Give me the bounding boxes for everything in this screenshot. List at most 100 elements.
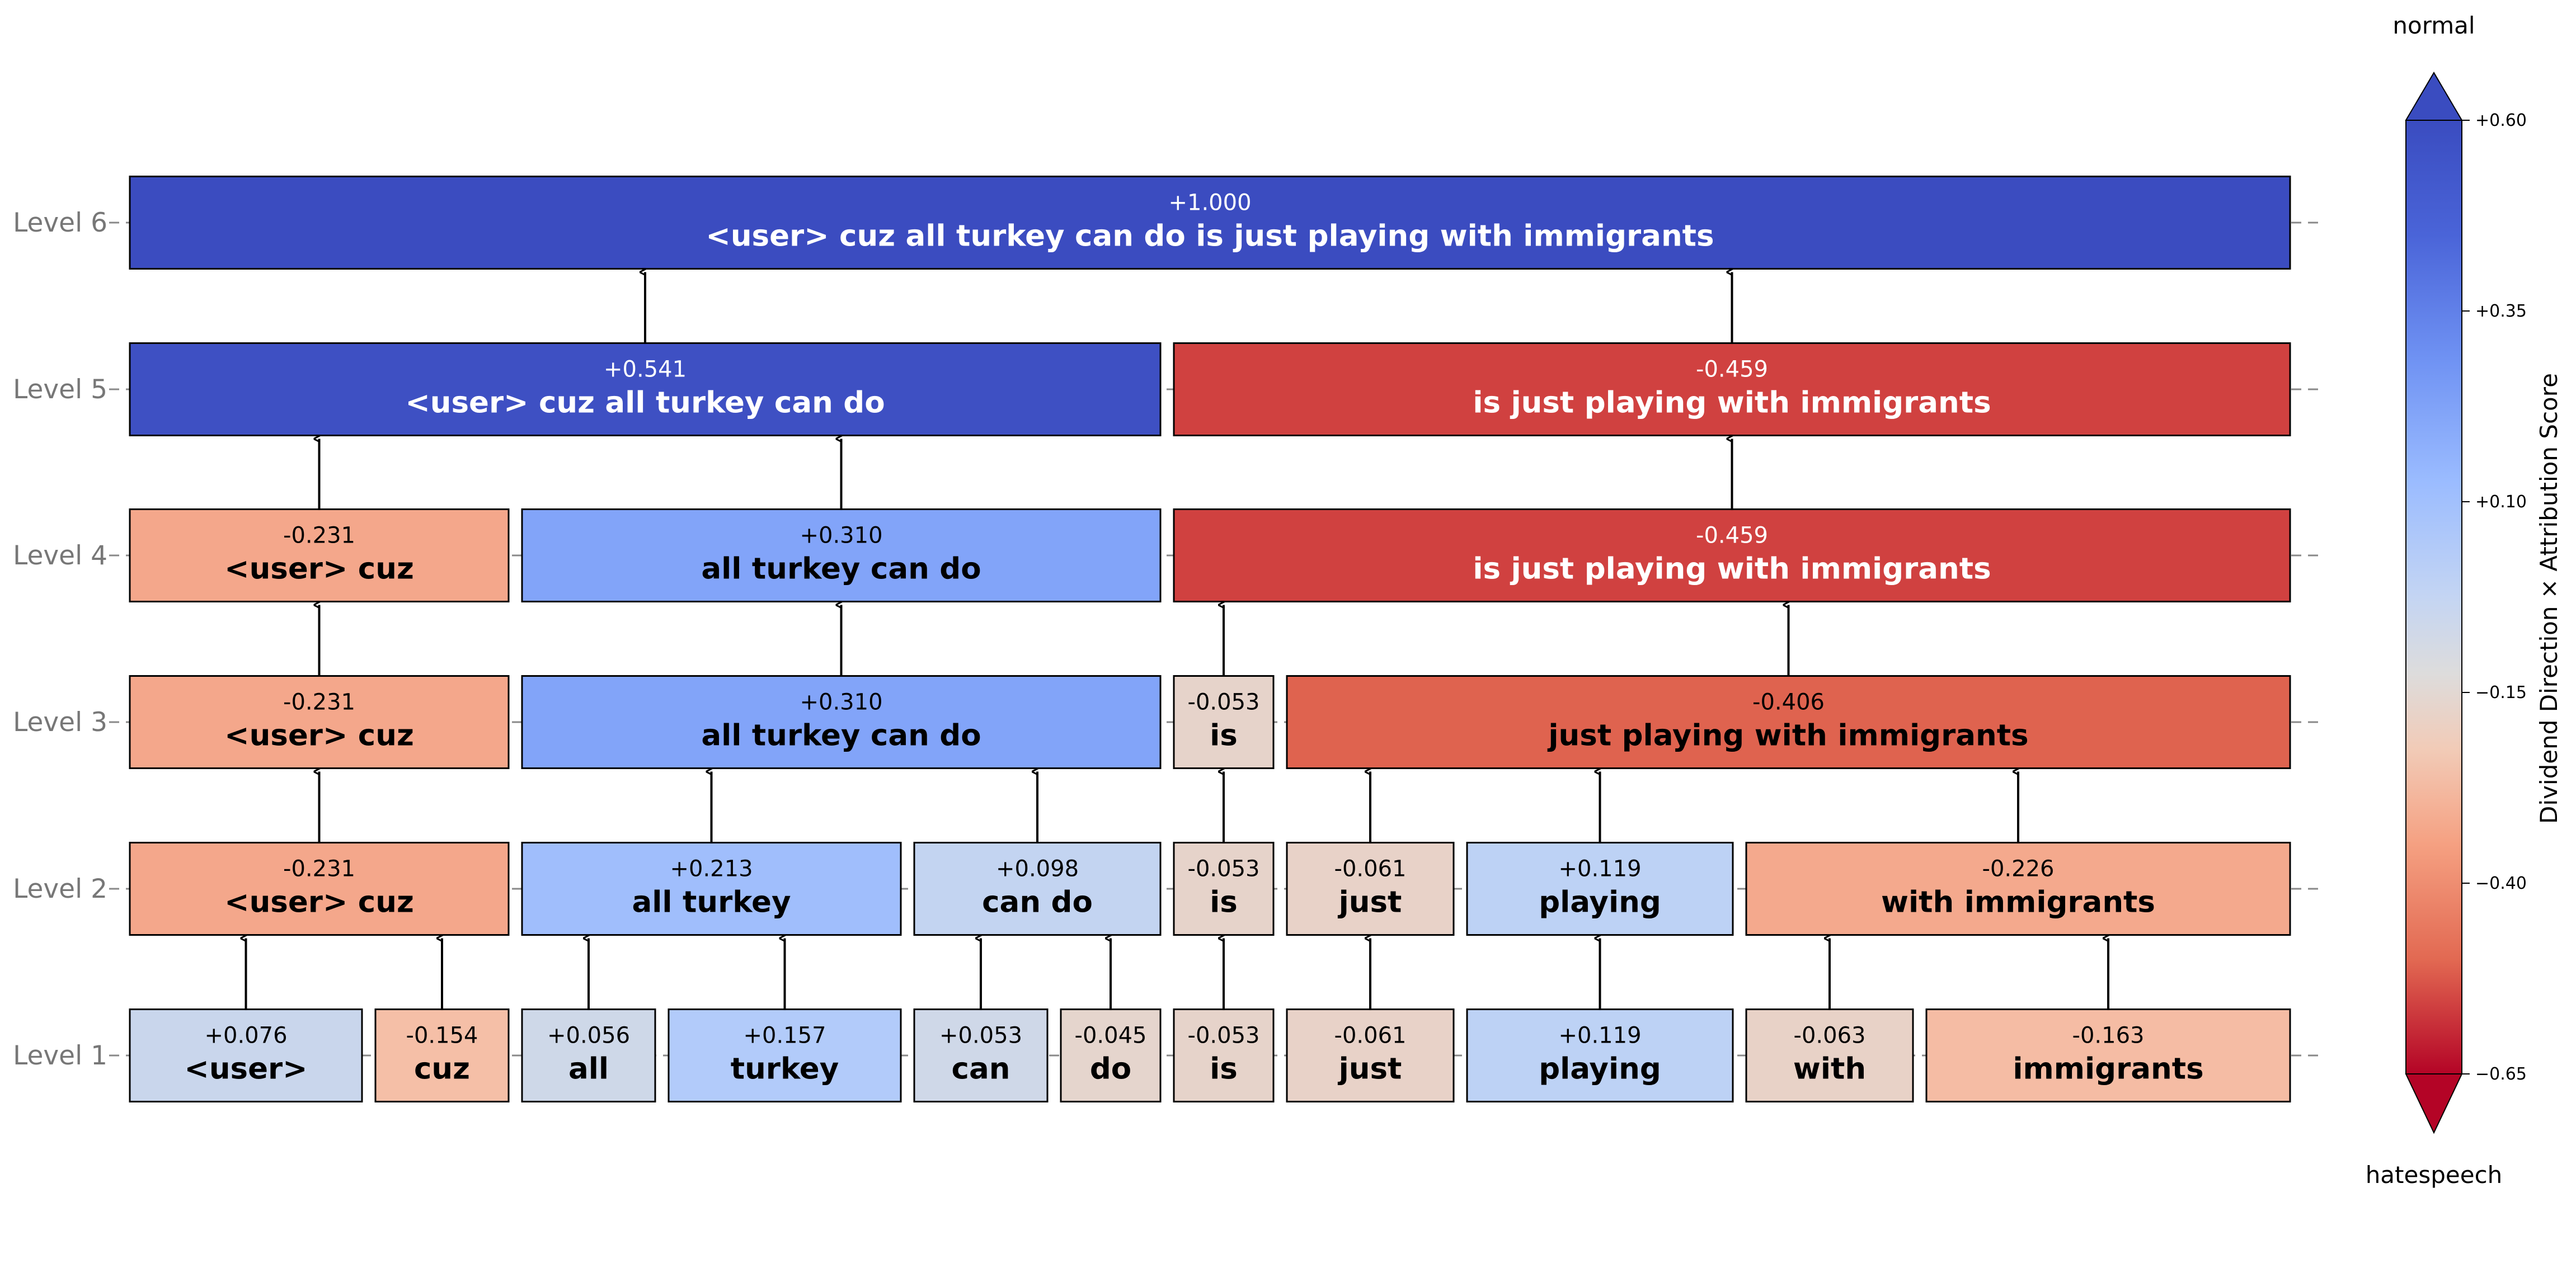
node-box: [1745, 1008, 1914, 1102]
colorbar-tick-label: −0.15: [2475, 683, 2527, 703]
node-label: with immigrants: [1881, 885, 2155, 920]
node-box: [521, 508, 1162, 602]
node-label: is: [1210, 719, 1238, 753]
node-box: [1286, 842, 1455, 936]
colorbar-ticks: +0.60+0.35+0.10−0.15−0.40−0.65: [2462, 111, 2527, 1084]
node-label: can: [952, 1052, 1010, 1086]
node-label: all turkey can do: [701, 552, 981, 586]
node-label: is: [1210, 1052, 1238, 1086]
tree-node: +0.541 <user> cuz all turkey can do: [129, 342, 1162, 436]
node-score: -0.053: [1188, 690, 1260, 715]
colorbar-bottom-label: hatespeech: [2366, 1161, 2503, 1189]
level-label: Level 6: [13, 208, 107, 238]
tree-node: -0.231 <user> cuz: [129, 508, 510, 602]
node-box: [913, 842, 1162, 936]
tree-node: -0.053 is: [1173, 675, 1275, 769]
colorbar-tick-label: −0.65: [2475, 1064, 2527, 1084]
tree-node: +0.157 turkey: [667, 1008, 902, 1102]
node-score: -0.045: [1075, 1023, 1147, 1049]
node-box: [1173, 342, 2291, 436]
node-box: [129, 675, 510, 769]
node-label: with: [1793, 1052, 1866, 1086]
node-score: +0.310: [800, 690, 882, 715]
node-box: [1173, 842, 1275, 936]
node-label: all: [568, 1052, 609, 1086]
node-box: [1173, 675, 1275, 769]
node-label: all turkey can do: [701, 719, 981, 753]
node-score: +1.000: [1168, 190, 1251, 216]
node-score: +0.076: [204, 1023, 287, 1049]
level-label: Level 4: [13, 540, 107, 571]
colorbar-tick-label: −0.40: [2475, 874, 2527, 893]
node-score: -0.231: [283, 856, 355, 882]
level-label: Level 2: [13, 874, 107, 904]
tree-node: +0.119 playing: [1466, 842, 1734, 936]
node-box: [521, 675, 1162, 769]
colorbar-title: Dividend Direction × Attribution Score: [2535, 373, 2563, 824]
tree-node: +0.310 all turkey can do: [521, 675, 1162, 769]
node-label: <user> cuz all turkey can do: [405, 386, 885, 420]
node-box: [521, 1008, 656, 1102]
node-score: -0.231: [283, 523, 355, 549]
node-label: <user>: [184, 1052, 307, 1086]
node-box: [129, 342, 1162, 436]
node-label: playing: [1539, 1052, 1661, 1086]
node-score: -0.154: [406, 1023, 478, 1049]
level-label: Level 3: [13, 707, 107, 738]
node-box: [913, 1008, 1049, 1102]
node-box: [1745, 842, 2291, 936]
node-score: -0.226: [1982, 856, 2055, 882]
node-box: [667, 1008, 902, 1102]
merge-arrows: [246, 272, 2109, 1010]
node-score: -0.053: [1188, 856, 1260, 882]
node-box: [1173, 1008, 1275, 1102]
node-label: just playing with immigrants: [1547, 719, 2028, 753]
tree-node: -0.231 <user> cuz: [129, 675, 510, 769]
node-score: -0.053: [1188, 1023, 1260, 1049]
colorbar-top-label: normal: [2392, 12, 2475, 39]
colorbar-tick-label: +0.35: [2475, 301, 2527, 321]
node-box: [1286, 675, 2291, 769]
colorbar: normal hatespeech +0.60+0.35+0.10−0.15−0…: [2366, 12, 2563, 1189]
node-box: [1286, 1008, 1455, 1102]
node-label: playing: [1539, 885, 1661, 920]
tree-node: -0.154 cuz: [374, 1008, 510, 1102]
colorbar-tick-label: +0.10: [2475, 492, 2527, 512]
tree-node: -0.053 is: [1173, 842, 1275, 936]
node-box: [129, 508, 510, 602]
node-score: +0.213: [670, 856, 753, 882]
node-label: just: [1338, 885, 1402, 920]
node-label: turkey: [731, 1052, 839, 1086]
node-box: [1060, 1008, 1162, 1102]
tree-node: -0.231<user> cuz: [129, 842, 510, 936]
node-label: <user> cuz: [224, 719, 414, 753]
node-score: +0.157: [743, 1023, 826, 1049]
node-score: -0.231: [283, 690, 355, 715]
node-box: [1173, 508, 2291, 602]
node-label: can do: [982, 885, 1093, 920]
node-label: cuz: [414, 1052, 470, 1086]
node-score: +0.119: [1558, 856, 1641, 882]
node-label: <user> cuz all turkey can do is just pla…: [706, 219, 1714, 253]
node-box: [129, 1008, 363, 1102]
node-score: -0.061: [1334, 1023, 1407, 1049]
node-label: <user> cuz: [224, 552, 414, 586]
node-score: -0.061: [1334, 856, 1407, 882]
node-label: do: [1090, 1052, 1131, 1086]
level-label: Level 5: [13, 374, 107, 405]
node-score: +0.541: [604, 357, 687, 383]
node-label: is: [1210, 885, 1238, 920]
tree-node: -0.053 is: [1173, 1008, 1275, 1102]
tree-node: -0.045 do: [1060, 1008, 1162, 1102]
